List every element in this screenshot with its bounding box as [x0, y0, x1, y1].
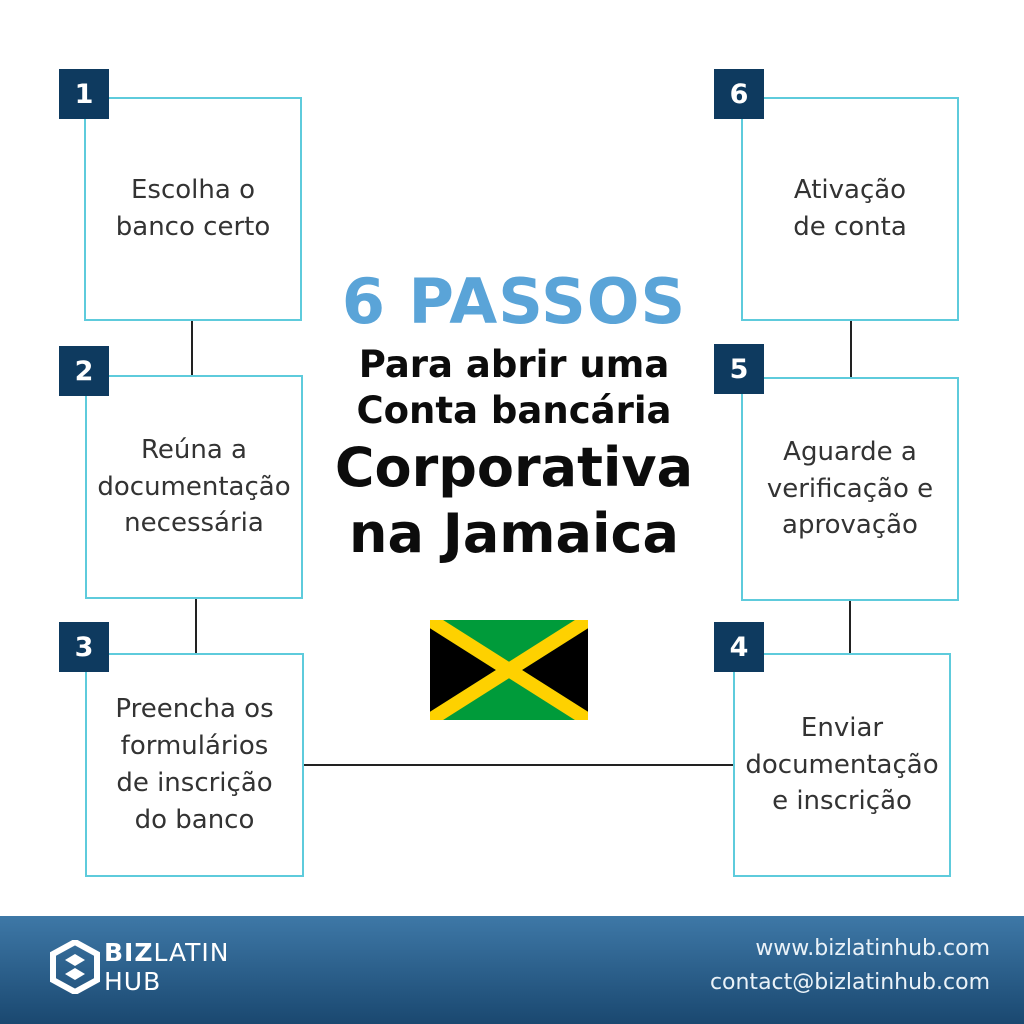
headline: 6 PASSOS Para abrir uma Conta bancária C…	[318, 262, 710, 566]
headline-line-2: Conta bancária	[356, 389, 672, 432]
step-5-badge: 5	[714, 344, 764, 394]
website-link[interactable]: www.bizlatinhub.com	[755, 936, 990, 961]
step-4-badge: 4	[714, 622, 764, 672]
step-6-badge: 6	[714, 69, 764, 119]
step-1-text: Escolha o banco certo	[115, 175, 271, 242]
flag-saltire-b	[430, 620, 588, 720]
step-5-text: Aguarde a verificação e aprovação	[766, 436, 934, 541]
step-2-badge: 2	[59, 346, 109, 396]
headline-line-4: na Jamaica	[349, 502, 679, 565]
step-3-badge: 3	[59, 622, 109, 672]
step-1-badge: 1	[59, 69, 109, 119]
jamaica-flag-icon	[430, 620, 588, 720]
logo-text: BIZLATIN HUB	[104, 938, 230, 996]
step-2-text: Reúna a documentação necessária	[97, 434, 291, 539]
email-link[interactable]: contact@bizlatinhub.com	[709, 970, 990, 995]
step-3-box: Preencha os formulários de inscrição do …	[85, 653, 304, 877]
step-6-box: Ativação de conta	[741, 97, 959, 321]
step-1-box: Escolha o banco certo	[84, 97, 302, 321]
step-6-text: Ativação de conta	[793, 175, 907, 242]
contact-info: www.bizlatinhub.com contact@bizlatinhub.…	[710, 932, 990, 1000]
flag-right-triangle	[522, 628, 588, 712]
step-5-box: Aguarde a verificação e aprovação	[741, 377, 959, 601]
step-4-box: Enviar documentação e inscrição	[733, 653, 951, 877]
bizlatinhub-logo-icon	[50, 940, 100, 994]
logo-biz: BIZ	[104, 938, 154, 967]
steps-title: 6 PASSOS	[341, 265, 687, 338]
headline-line-1: Para abrir uma	[358, 343, 670, 386]
logo-latin: LATIN	[153, 938, 230, 967]
step-3-text: Preencha os formulários de inscrição do …	[115, 694, 274, 835]
step-2-box: Reúna a documentação necessária	[85, 375, 303, 599]
logo-hub: HUB	[104, 967, 162, 996]
flag-left-triangle	[430, 628, 496, 712]
step-4-text: Enviar documentação e inscrição	[745, 712, 939, 817]
headline-line-3: Corporativa	[334, 436, 694, 499]
footer-bar	[0, 916, 1024, 1024]
